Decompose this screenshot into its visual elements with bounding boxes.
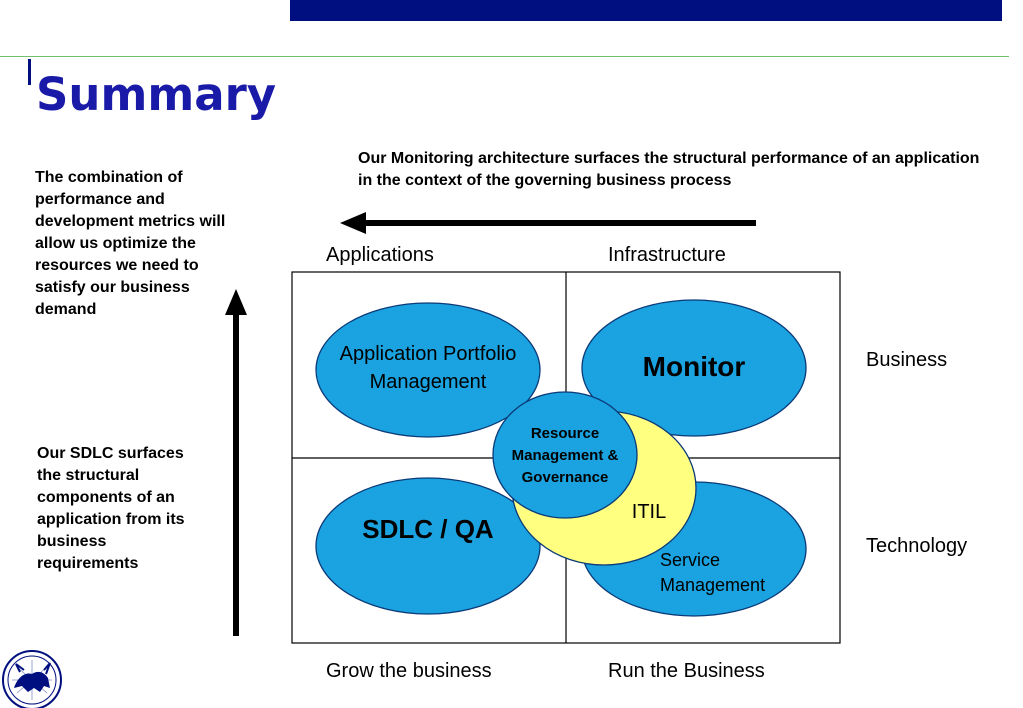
- intro-text: Our Monitoring architecture surfaces the…: [358, 150, 980, 189]
- left-bottom-text: Our SDLC surfaces the structural compone…: [37, 445, 185, 572]
- app-portfolio-label: Application Portfolio Management: [339, 343, 517, 393]
- left-top-text: The combination of performance and devel…: [35, 169, 226, 318]
- arrow-left-head: [340, 212, 366, 234]
- header-divider: [0, 56, 1009, 57]
- column-label-infrastructure: Infrastructure: [608, 244, 726, 266]
- itil-label: ITIL: [631, 501, 667, 523]
- header-bar: [290, 0, 1002, 21]
- oval-sdlc-qa: [315, 477, 541, 615]
- oval-app-portfolio: [315, 302, 541, 438]
- oval-monitor: [581, 299, 807, 437]
- bottom-label-grow: Grow the business: [326, 660, 492, 682]
- monitor-label: Monitor: [642, 351, 746, 382]
- resource-mgmt-label: Resource Management & Governance: [511, 425, 619, 486]
- sdlc-qa-label: SDLC / QA: [362, 514, 494, 544]
- arrow-up-head: [225, 289, 247, 315]
- bottom-label-run: Run the Business: [608, 660, 765, 682]
- title-marker: [28, 59, 31, 85]
- oval-resource-mgmt: [492, 391, 638, 519]
- company-seal-logo: [2, 650, 62, 708]
- row-label-business: Business: [866, 349, 948, 371]
- row-label-technology: Technology: [866, 535, 968, 557]
- page-title: Summary: [36, 68, 277, 121]
- service-mgmt-label: Service Management: [660, 550, 766, 595]
- column-label-applications: Applications: [326, 244, 434, 266]
